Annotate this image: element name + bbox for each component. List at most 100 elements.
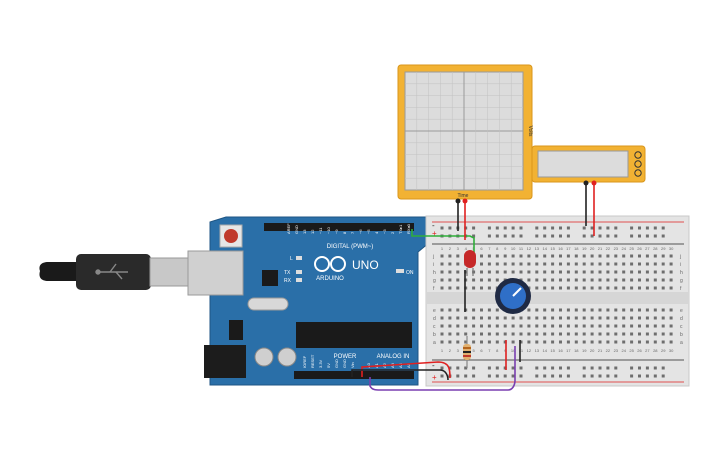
- rail-hole[interactable]: [487, 374, 491, 378]
- tie-point-hole[interactable]: [543, 316, 547, 320]
- tie-point-hole[interactable]: [606, 308, 610, 312]
- multimeter-mode-r-button[interactable]: [634, 169, 642, 177]
- rail-hole[interactable]: [551, 374, 555, 378]
- tie-point-hole[interactable]: [440, 286, 444, 290]
- tie-point-hole[interactable]: [456, 262, 460, 266]
- rail-hole[interactable]: [519, 234, 523, 238]
- tie-point-hole[interactable]: [487, 316, 491, 320]
- rail-hole[interactable]: [487, 234, 491, 238]
- rail-hole[interactable]: [661, 366, 665, 370]
- tie-point-hole[interactable]: [606, 262, 610, 266]
- rail-hole[interactable]: [487, 366, 491, 370]
- potentiometer[interactable]: [495, 278, 531, 314]
- rail-hole[interactable]: [472, 366, 476, 370]
- tie-point-hole[interactable]: [566, 286, 570, 290]
- tie-point-hole[interactable]: [638, 316, 641, 320]
- rail-hole[interactable]: [566, 366, 570, 370]
- rail-hole[interactable]: [551, 234, 555, 238]
- tie-point-hole[interactable]: [590, 340, 594, 344]
- tie-point-hole[interactable]: [559, 262, 562, 266]
- tie-point-hole[interactable]: [440, 332, 444, 336]
- multimeter-mode-a-button[interactable]: [634, 151, 642, 159]
- tie-point-hole[interactable]: [606, 254, 610, 258]
- tie-point-hole[interactable]: [543, 262, 547, 266]
- tie-point-hole[interactable]: [440, 278, 444, 282]
- tie-point-hole[interactable]: [559, 308, 562, 312]
- rail-hole[interactable]: [511, 234, 515, 238]
- tie-point-hole[interactable]: [630, 270, 634, 274]
- tie-point-hole[interactable]: [598, 254, 602, 258]
- rail-hole[interactable]: [543, 366, 547, 370]
- tie-point-hole[interactable]: [574, 262, 578, 266]
- tie-point-hole[interactable]: [559, 316, 562, 320]
- tie-point-hole[interactable]: [598, 308, 602, 312]
- tie-point-hole[interactable]: [582, 324, 586, 328]
- tie-point-hole[interactable]: [638, 308, 641, 312]
- tie-point-hole[interactable]: [590, 262, 594, 266]
- tie-point-hole[interactable]: [566, 308, 570, 312]
- tie-point-hole[interactable]: [480, 270, 483, 274]
- tie-point-hole[interactable]: [669, 332, 673, 336]
- rail-hole[interactable]: [440, 374, 444, 378]
- tie-point-hole[interactable]: [630, 278, 634, 282]
- rail-hole[interactable]: [448, 226, 452, 230]
- rail-hole[interactable]: [559, 226, 562, 230]
- tie-point-hole[interactable]: [456, 270, 460, 274]
- tie-point-hole[interactable]: [543, 332, 547, 336]
- tie-point-hole[interactable]: [487, 324, 491, 328]
- tie-point-hole[interactable]: [519, 262, 523, 266]
- tie-point-hole[interactable]: [590, 286, 594, 290]
- tie-point-hole[interactable]: [630, 316, 634, 320]
- tie-point-hole[interactable]: [480, 254, 483, 258]
- tie-point-hole[interactable]: [574, 270, 578, 274]
- tie-point-hole[interactable]: [551, 286, 555, 290]
- rail-hole[interactable]: [582, 226, 586, 230]
- tie-point-hole[interactable]: [598, 278, 602, 282]
- resistor[interactable]: [463, 336, 471, 368]
- rail-hole[interactable]: [653, 234, 657, 238]
- rail-hole[interactable]: [543, 374, 547, 378]
- tie-point-hole[interactable]: [511, 262, 515, 266]
- tie-point-hole[interactable]: [527, 324, 531, 328]
- rail-hole[interactable]: [582, 366, 586, 370]
- rail-hole[interactable]: [566, 374, 570, 378]
- rail-hole[interactable]: [582, 234, 586, 238]
- tie-point-hole[interactable]: [653, 316, 657, 320]
- tie-point-hole[interactable]: [645, 262, 649, 266]
- rail-hole[interactable]: [543, 226, 547, 230]
- rail-hole[interactable]: [606, 374, 610, 378]
- tie-point-hole[interactable]: [590, 316, 594, 320]
- tie-point-hole[interactable]: [614, 340, 618, 344]
- rail-hole[interactable]: [598, 234, 602, 238]
- tie-point-hole[interactable]: [598, 332, 602, 336]
- tie-point-hole[interactable]: [440, 270, 444, 274]
- tie-point-hole[interactable]: [472, 332, 476, 336]
- tie-point-hole[interactable]: [535, 270, 539, 274]
- tie-point-hole[interactable]: [535, 316, 539, 320]
- rail-hole[interactable]: [472, 374, 476, 378]
- tie-point-hole[interactable]: [582, 278, 586, 282]
- rail-hole[interactable]: [511, 226, 515, 230]
- rail-hole[interactable]: [566, 226, 570, 230]
- tie-point-hole[interactable]: [495, 270, 499, 274]
- tie-point-hole[interactable]: [582, 262, 586, 266]
- tie-point-hole[interactable]: [440, 340, 444, 344]
- tie-point-hole[interactable]: [661, 254, 665, 258]
- tie-point-hole[interactable]: [630, 324, 634, 328]
- rail-hole[interactable]: [606, 366, 610, 370]
- rail-hole[interactable]: [638, 366, 641, 370]
- rail-hole[interactable]: [598, 366, 602, 370]
- tie-point-hole[interactable]: [440, 324, 444, 328]
- tie-point-hole[interactable]: [638, 262, 641, 266]
- tie-point-hole[interactable]: [472, 340, 476, 344]
- tie-point-hole[interactable]: [495, 316, 499, 320]
- tie-point-hole[interactable]: [630, 308, 634, 312]
- tie-point-hole[interactable]: [495, 340, 499, 344]
- rail-hole[interactable]: [495, 226, 499, 230]
- tie-point-hole[interactable]: [661, 286, 665, 290]
- rail-hole[interactable]: [630, 226, 634, 230]
- tie-point-hole[interactable]: [503, 316, 507, 320]
- tie-point-hole[interactable]: [622, 332, 626, 336]
- tie-point-hole[interactable]: [669, 254, 673, 258]
- tie-point-hole[interactable]: [645, 324, 649, 328]
